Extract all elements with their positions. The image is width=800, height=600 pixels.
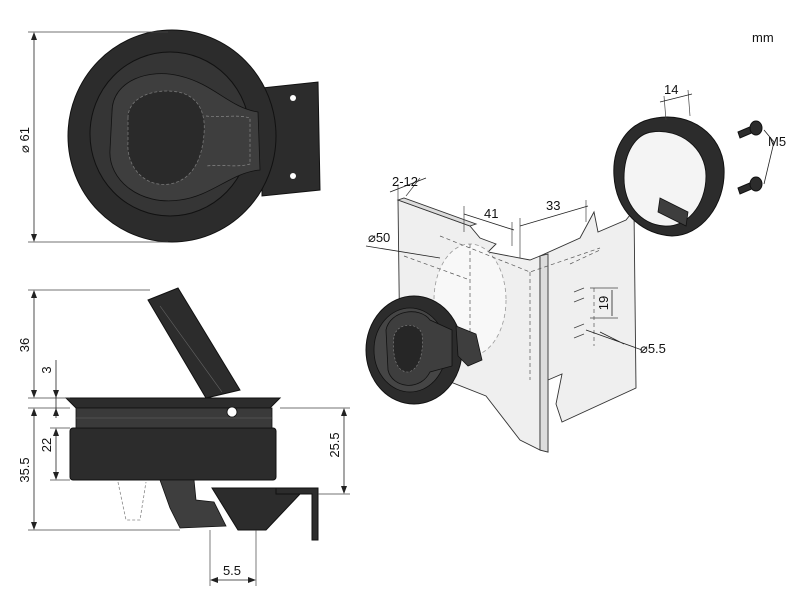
dim-line-33 (519, 205, 589, 227)
dim-label-61: ⌀ 61 (17, 127, 32, 153)
dim-label-2-12: 2-12 (392, 174, 418, 189)
dim-label-50: ⌀50 (368, 230, 390, 245)
latch-tongue (211, 487, 301, 531)
handle-stem-outline (205, 115, 251, 167)
dim-label-5-5: 5.5 (223, 563, 241, 578)
bracket-hole-bottom (290, 173, 296, 179)
door-holes (573, 287, 585, 339)
screw-bottom (737, 176, 763, 195)
latch-tongue-iso (455, 325, 483, 367)
pivot-hole (226, 406, 238, 418)
latch-hidden-outline (117, 481, 147, 521)
body-side (69, 427, 277, 481)
screw-top (737, 120, 763, 139)
handle-grip-opening (127, 90, 205, 185)
side-view: 36 3 22 35.5 25.5 5.5 (17, 287, 350, 586)
flange-side (64, 397, 282, 409)
dim-line-50 (365, 245, 441, 259)
dim-label-33: 33 (546, 198, 560, 213)
isometric-view: M5 2-12 41 33 14 ⌀50 19 ⌀5.5 (365, 82, 786, 453)
dim-label-25-5: 25.5 (327, 432, 342, 457)
bracket-hole-top (290, 95, 296, 101)
dim-line-14 (659, 93, 693, 103)
dim-label-hole: ⌀5.5 (640, 341, 666, 356)
dim-line-hole (585, 329, 643, 351)
dim-label-22: 22 (39, 438, 54, 452)
dim-label-3: 3 (39, 366, 54, 373)
dim-label-14: 14 (664, 82, 678, 97)
screw-label: M5 (768, 134, 786, 149)
dim-line-41 (463, 213, 515, 231)
strike-bracket (275, 487, 319, 541)
dim-line-2-12 (389, 177, 427, 193)
dim-label-19: 19 (596, 296, 611, 310)
dim-label-41: 41 (484, 206, 498, 221)
front-view: ⌀ 61 (17, 29, 321, 243)
dim-label-35-5: 35.5 (17, 457, 32, 482)
latch-cam (159, 479, 227, 529)
raised-handle (147, 287, 241, 399)
dim-label-36: 36 (17, 338, 32, 352)
units-label: mm (752, 30, 774, 45)
